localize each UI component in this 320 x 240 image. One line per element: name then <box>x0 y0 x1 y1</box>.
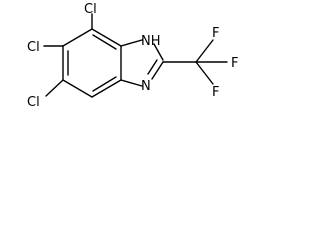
atom-cl-bottom: Cl <box>27 95 40 110</box>
bond-c3a-c4-double <box>92 76 117 92</box>
bond-c2-n3-double <box>147 59 158 75</box>
bond-cf3-f-bottom <box>195 61 214 85</box>
atom-f-top: F <box>212 26 219 41</box>
atom-f-bottom: F <box>212 85 219 100</box>
bond-n1-c2 <box>153 43 164 61</box>
atom-nh: NH <box>141 34 161 49</box>
bond-cf3-f-top <box>195 39 214 63</box>
bond-c7a-n1 <box>120 39 143 47</box>
bond-c2-n3 <box>151 61 164 80</box>
atom-cl-top: Cl <box>84 2 97 17</box>
atom-n: N <box>141 79 151 94</box>
molecule-structure: Cl Cl Cl NH N F F F <box>27 2 238 110</box>
bond-c3a-c4 <box>91 79 122 98</box>
bond-c4-c5 <box>62 79 93 98</box>
atom-cl-left: Cl <box>27 40 40 55</box>
bond-c7-c7a <box>91 28 122 47</box>
bond-n3-c3a <box>120 79 143 87</box>
structure-diagram: Cl Cl Cl NH N F F F <box>0 0 266 138</box>
atom-f-right: F <box>231 56 238 71</box>
bond-c5-cl <box>45 79 64 97</box>
bond-c6-c7 <box>62 28 93 47</box>
bond-c7-c7a-double <box>92 34 117 50</box>
